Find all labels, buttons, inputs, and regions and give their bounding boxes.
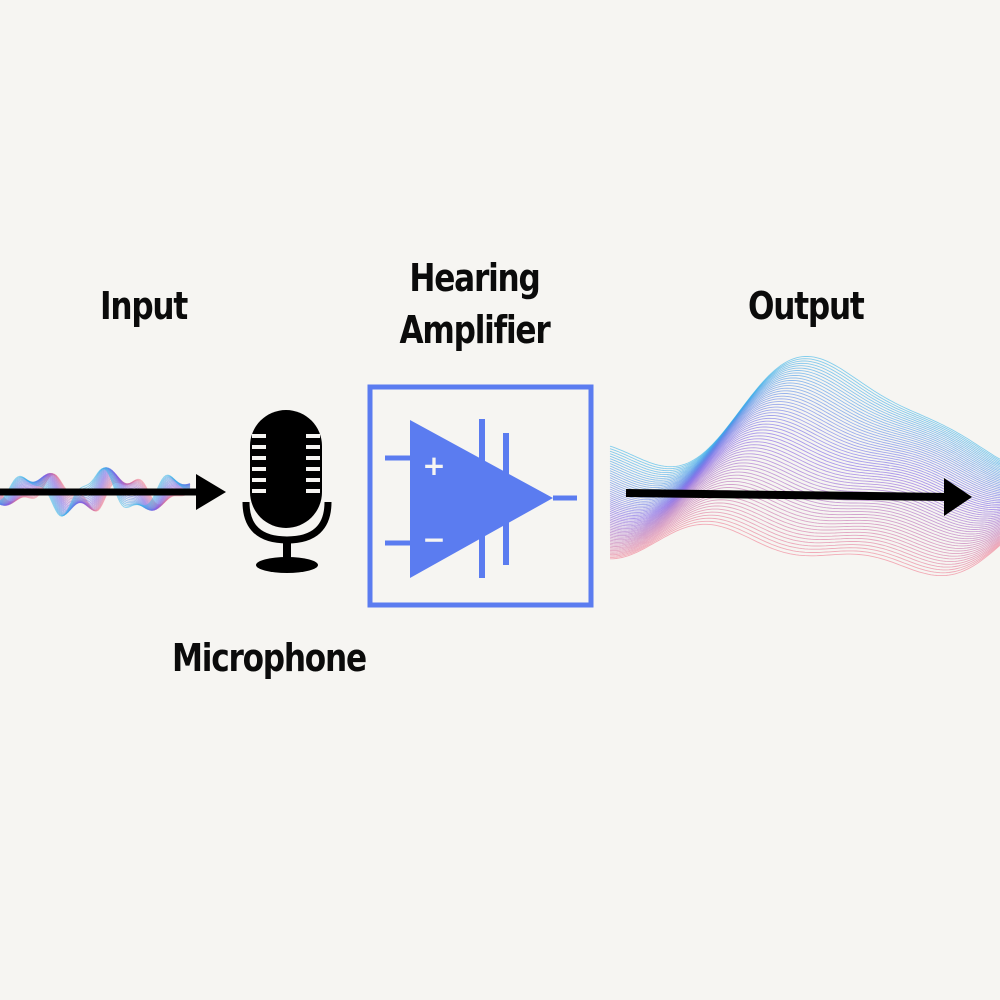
hearing-amplifier-label: Hearing Amplifier	[390, 252, 558, 356]
output-arrow	[625, 478, 972, 516]
input-arrow	[0, 474, 226, 510]
hearing-amplifier-label-line2: Amplifier	[399, 308, 551, 352]
minus-sign: −	[422, 523, 445, 556]
microphone-icon	[242, 410, 332, 573]
hearing-amplifier-label-line1: Hearing	[409, 256, 540, 300]
microphone-label: Microphone	[172, 636, 367, 680]
input-label: Input	[100, 284, 188, 328]
output-label: Output	[748, 284, 865, 328]
output-sound-wave	[609, 356, 1000, 577]
plus-sign: +	[422, 449, 445, 482]
op-amp-icon: + −	[367, 384, 594, 608]
